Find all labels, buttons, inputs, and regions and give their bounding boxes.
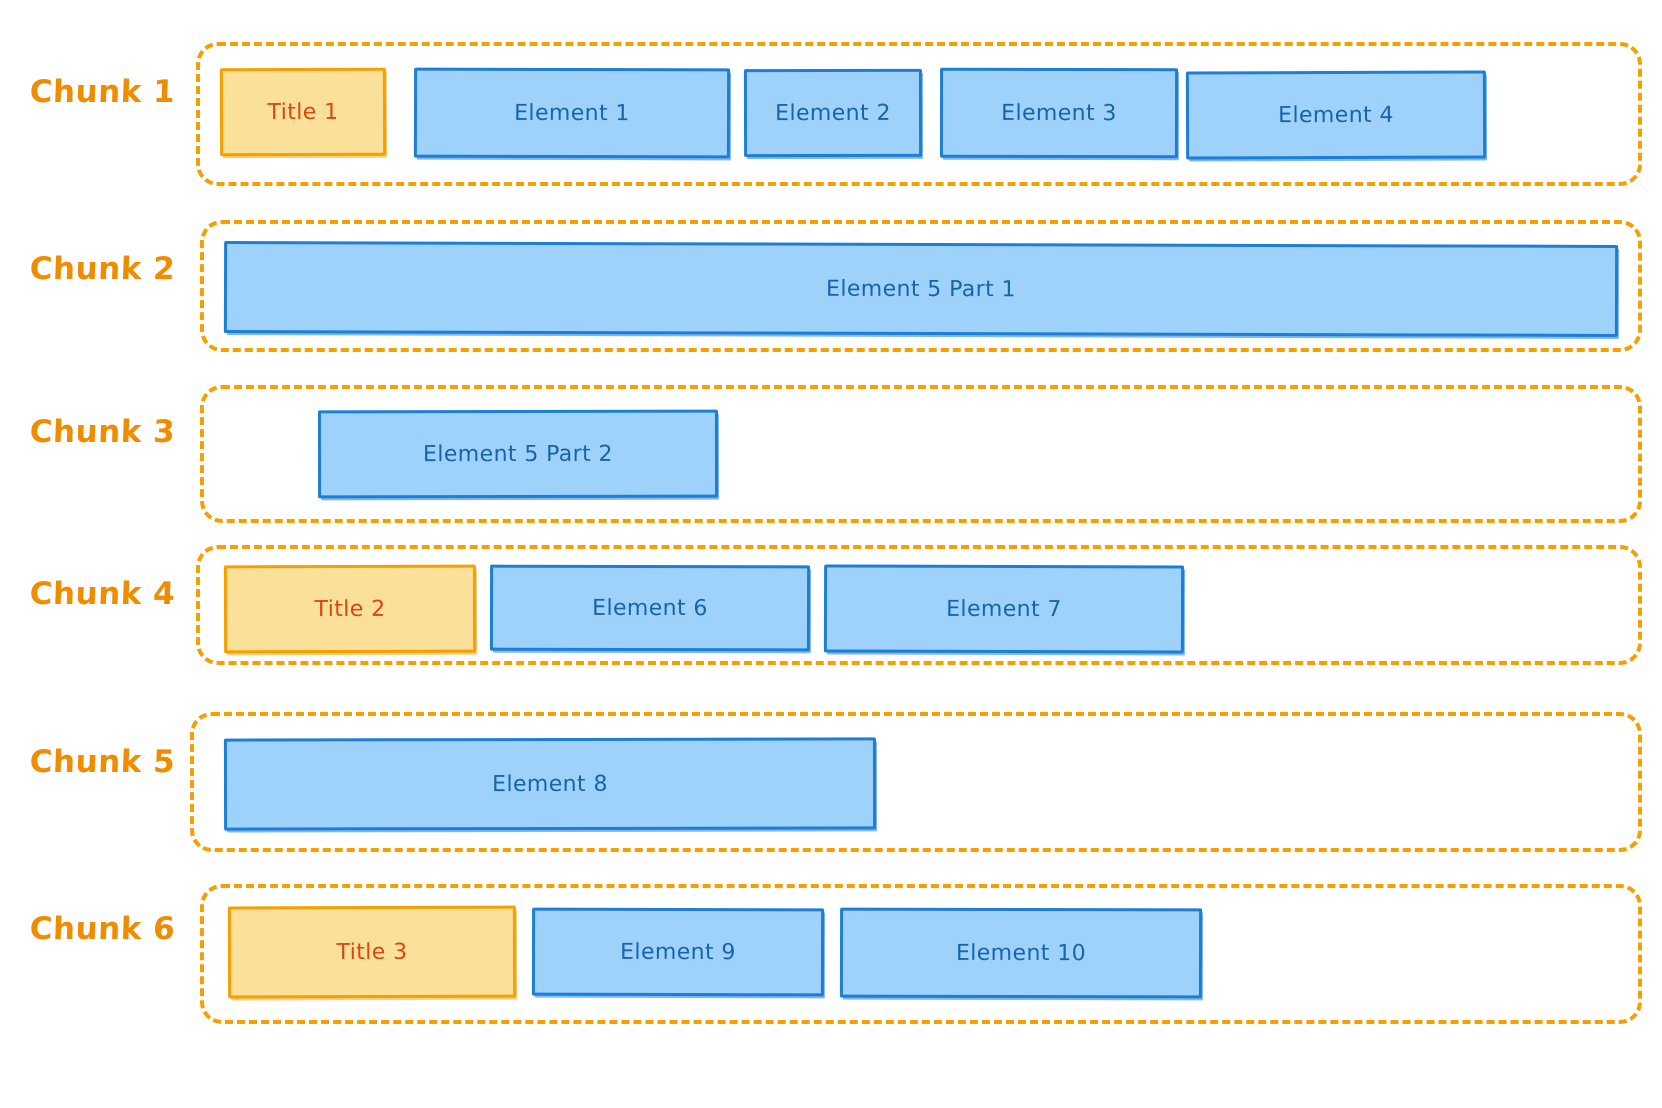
title-box-c1-1[interactable]: Title 1 — [219, 67, 387, 157]
chunk-container-1 — [196, 42, 1642, 186]
title-box-c6-1[interactable]: Title 3 — [227, 905, 517, 999]
chunk-container-3 — [200, 385, 1642, 523]
chunk-label-4: Chunk 4 — [29, 576, 176, 612]
element-box-c2-1[interactable]: Element 5 Part 1 — [223, 241, 1619, 337]
title-box-c4-1[interactable]: Title 2 — [223, 564, 477, 654]
element-box-c3-1[interactable]: Element 5 Part 2 — [317, 409, 719, 499]
chunk-label-3: Chunk 3 — [29, 414, 176, 450]
element-box-c6-3[interactable]: Element 10 — [839, 907, 1203, 999]
element-box-c1-3[interactable]: Element 2 — [743, 68, 923, 158]
chunk-label-1: Chunk 1 — [29, 74, 176, 110]
chunk-container-6 — [200, 884, 1642, 1024]
chunk-container-2 — [200, 220, 1642, 352]
element-box-c6-2[interactable]: Element 9 — [531, 907, 825, 997]
chunk-label-5: Chunk 5 — [29, 744, 176, 780]
element-box-c4-2[interactable]: Element 6 — [489, 564, 811, 652]
element-box-c1-5[interactable]: Element 4 — [1185, 70, 1487, 160]
element-box-c1-4[interactable]: Element 3 — [939, 67, 1179, 159]
chunk-label-6: Chunk 6 — [29, 911, 176, 947]
chunk-container-5 — [190, 712, 1642, 852]
element-box-c4-3[interactable]: Element 7 — [823, 564, 1185, 654]
chunk-container-4 — [196, 545, 1642, 665]
chunk-label-2: Chunk 2 — [29, 251, 176, 287]
element-box-c5-1[interactable]: Element 8 — [223, 737, 877, 831]
element-box-c1-2[interactable]: Element 1 — [413, 67, 731, 159]
